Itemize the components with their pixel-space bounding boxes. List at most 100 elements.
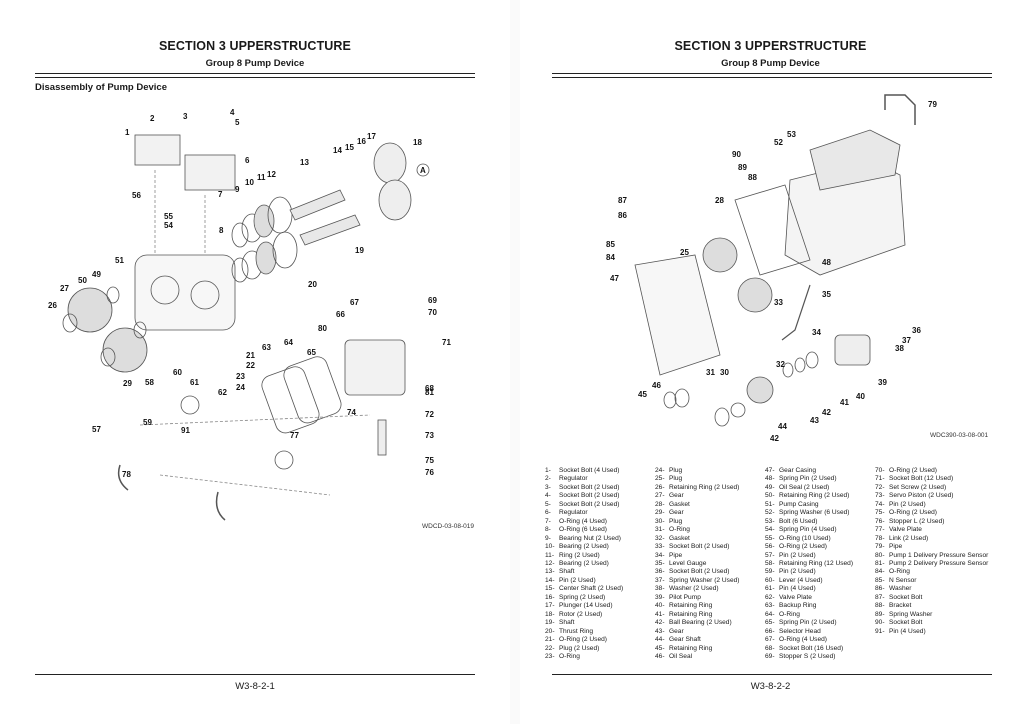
part-number: 21- xyxy=(545,636,555,644)
callout-60: 60 xyxy=(173,368,182,377)
callout-69: 69 xyxy=(428,296,437,305)
parts-list-item: 66-Selector Head xyxy=(765,628,894,636)
part-description: O-Ring (2 Used) xyxy=(889,467,938,474)
callout-56: 56 xyxy=(132,191,141,200)
part-number: 7- xyxy=(545,517,551,525)
callout-47: 47 xyxy=(610,274,619,283)
header-rule xyxy=(35,73,475,78)
part-number: 2- xyxy=(545,475,551,483)
page-number: W3-8-2-2 xyxy=(750,681,791,692)
callout-26: 26 xyxy=(48,301,57,310)
part-description: Valve Plate xyxy=(779,593,812,601)
callout-36: 36 xyxy=(912,326,921,335)
part-description: O-Ring xyxy=(559,652,580,660)
callout-28: 28 xyxy=(715,196,724,205)
parts-list-item: 69-Stopper S (2 Used) xyxy=(765,653,894,661)
group-title: Group 8 Pump Device xyxy=(205,58,305,69)
part-number: 3- xyxy=(545,483,551,491)
part-description: Rotor (2 Used) xyxy=(559,610,603,618)
parts-list-item: 53-Bolt (6 Used) xyxy=(765,518,894,526)
callout-52: 52 xyxy=(774,138,783,147)
callout-63: 63 xyxy=(262,343,271,352)
callout-15: 15 xyxy=(345,143,354,152)
part-number: 19- xyxy=(545,619,555,627)
part-description: Pin (4 Used) xyxy=(889,627,926,635)
parts-list-item: 55-O-Ring (10 Used) xyxy=(765,535,894,543)
part-description: Gasket xyxy=(669,500,690,508)
callout-70: 70 xyxy=(428,308,437,317)
callout-78: 78 xyxy=(122,470,131,479)
part-number: 63- xyxy=(765,602,775,610)
callout-1: 1 xyxy=(125,128,130,137)
parts-list-item: 33-Socket Bolt (2 Used) xyxy=(655,543,784,551)
part-description: Gear xyxy=(669,492,684,500)
callout-49: 49 xyxy=(92,270,101,279)
parts-list-item: 36-Socket Bolt (2 Used) xyxy=(655,568,784,576)
callout-39: 39 xyxy=(878,378,887,387)
gear-27 xyxy=(67,287,113,333)
parts-list-item: 52-Spring Washer (6 Used) xyxy=(765,509,894,517)
callout-41: 41 xyxy=(840,398,849,407)
parts-list-item: 38-Washer (2 Used) xyxy=(655,585,784,593)
parts-list-item: 43-Gear xyxy=(655,628,784,636)
part-description: Spring Pin (2 Used) xyxy=(779,475,837,483)
part-description: Pump 1 Delivery Pressure Sensor xyxy=(889,551,989,559)
parts-list-item: 51-Pump Casing xyxy=(765,501,894,509)
part-number: 88- xyxy=(875,602,885,610)
callout-72: 72 xyxy=(425,410,434,419)
part-description: Retaining Ring xyxy=(669,602,713,610)
part-description: O-Ring (6 Used) xyxy=(559,526,608,534)
part-number: 48- xyxy=(765,475,775,483)
callout-38: 38 xyxy=(895,344,904,353)
regulator-2 xyxy=(134,134,181,166)
callout-59: 59 xyxy=(143,418,152,427)
parts-list-item: 71-Socket Bolt (12 Used) xyxy=(875,475,1015,483)
part-number: 46- xyxy=(655,652,665,660)
callout-84: 84 xyxy=(606,253,615,262)
part-description: Shaft xyxy=(559,568,575,576)
part-description: Retaining Ring (12 Used) xyxy=(779,559,854,567)
part-number: 65- xyxy=(765,619,775,627)
part-description: Oil Seal (2 Used) xyxy=(779,483,830,491)
callout-88: 88 xyxy=(748,173,757,182)
part-number: 25- xyxy=(655,475,665,483)
parts-list-item: 37-Spring Washer (2 Used) xyxy=(655,577,784,585)
parts-list-item: 57-Pin (2 Used) xyxy=(765,552,894,560)
part-description: Gear Casing xyxy=(779,467,817,474)
parts-list-item: 63-Backup Ring xyxy=(765,602,894,610)
shaft-19 xyxy=(299,214,361,246)
callout-22: 22 xyxy=(246,361,255,370)
parts-list-item: 4-Socket Bolt (2 Used) xyxy=(545,492,674,500)
parts-list-item: 72-Set Screw (2 Used) xyxy=(875,484,1015,492)
callout-20: 20 xyxy=(308,280,317,289)
parts-list-item: 22-Plug (2 Used) xyxy=(545,645,674,653)
parts-list-item: 3-Socket Bolt (2 Used) xyxy=(545,484,674,492)
rotor-18a xyxy=(373,142,407,184)
parts-list-item: 47-Gear Casing xyxy=(765,467,894,475)
callout-27: 27 xyxy=(60,284,69,293)
gear-27 xyxy=(702,237,738,273)
parts-list-item: 39-Pilot Pump xyxy=(655,594,784,602)
parts-list-item: 17-Plunger (14 Used) xyxy=(545,602,674,610)
parts-list-item: 89-Spring Washer xyxy=(875,611,1015,619)
part-number: 22- xyxy=(545,644,555,652)
callout-31: 31 xyxy=(706,368,715,377)
parts-list-item: 26-Retaining Ring (2 Used) xyxy=(655,484,784,492)
callout-81: 81 xyxy=(425,388,434,397)
parts-column: 70-O-Ring (2 Used)71-Socket Bolt (12 Use… xyxy=(875,467,1015,636)
parts-list-item: 60-Lever (4 Used) xyxy=(765,577,894,585)
callout-42: 42 xyxy=(822,408,831,417)
part-number: 77- xyxy=(875,526,885,534)
part-description: O-Ring (2 Used) xyxy=(889,509,938,517)
part-description: Stopper L (2 Used) xyxy=(889,517,945,525)
parts-list-item: 14-Pin (2 Used) xyxy=(545,577,674,585)
pilot-pump-39 xyxy=(834,334,871,366)
part-description: Retaining Ring xyxy=(669,610,713,618)
part-description: O-Ring (4 Used) xyxy=(559,517,608,525)
part-number: 11- xyxy=(545,551,555,559)
callout-91: 91 xyxy=(181,426,190,435)
part-description: Shaft xyxy=(559,619,575,627)
part-number: 87- xyxy=(875,593,885,601)
parts-list-item: 62-Valve Plate xyxy=(765,594,894,602)
callout-44: 44 xyxy=(778,422,787,431)
